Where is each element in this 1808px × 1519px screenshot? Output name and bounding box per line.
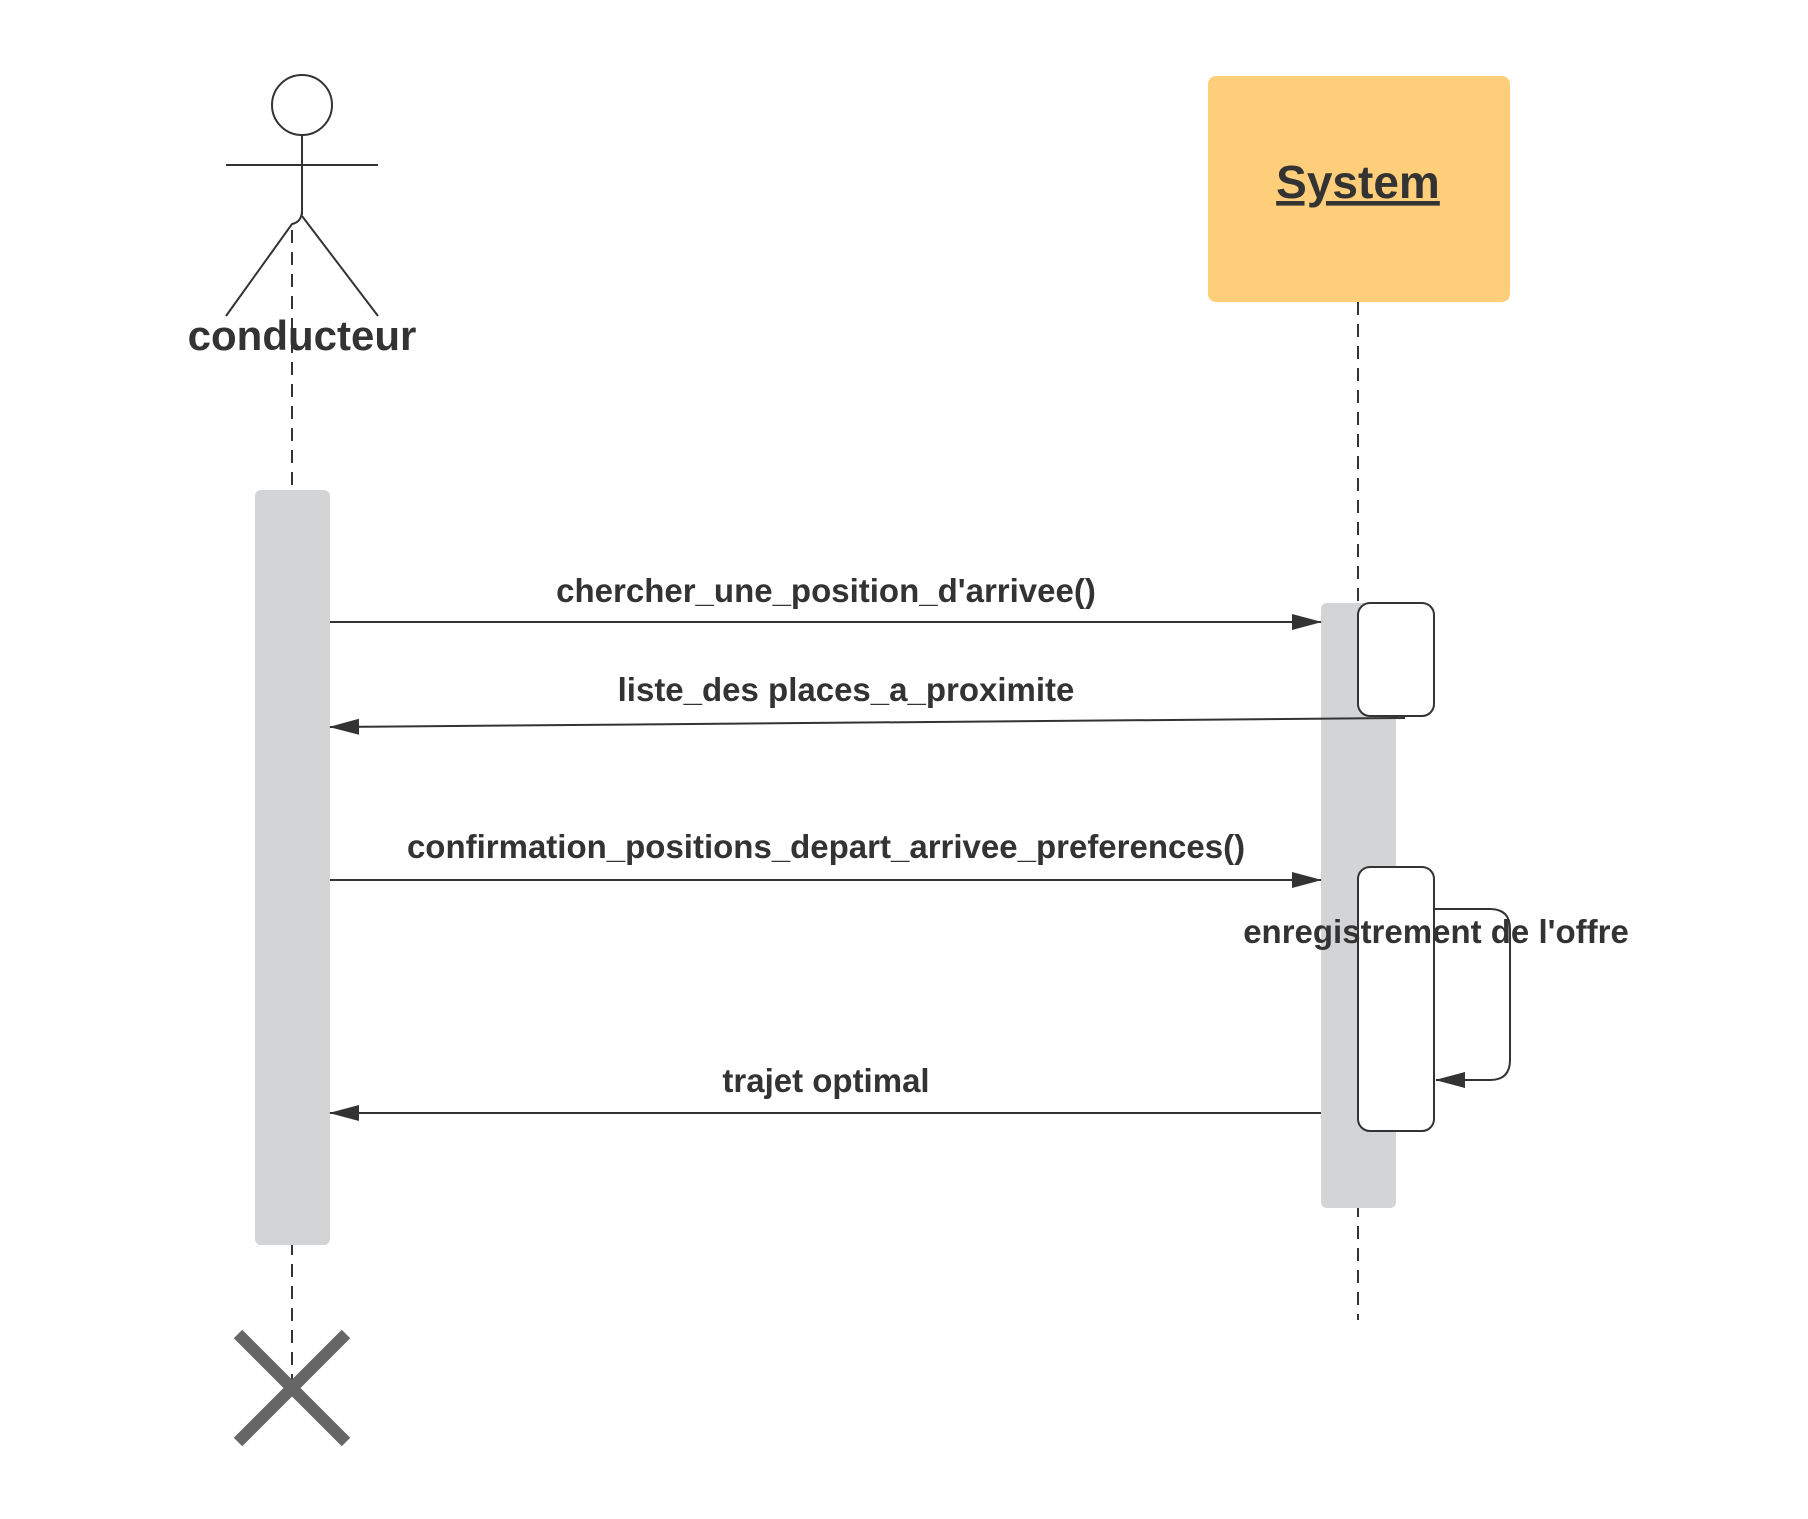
message-label-4: enregistrement de l'offre bbox=[1243, 913, 1629, 950]
message-label-1: chercher_une_position_d'arrivee() bbox=[556, 572, 1096, 609]
system-nested-activation-1 bbox=[1357, 602, 1435, 717]
actor-activation-bar bbox=[255, 490, 330, 1245]
system-nested-activation-2 bbox=[1357, 866, 1435, 1132]
actor-label: conducteur bbox=[188, 312, 417, 359]
message-label-3: confirmation_positions_depart_arrivee_pr… bbox=[407, 828, 1245, 865]
system-object-box[interactable] bbox=[1208, 76, 1510, 302]
x-icon bbox=[233, 1329, 351, 1447]
actor-stick-figure-icon[interactable] bbox=[225, 74, 379, 317]
message-label-5: trajet optimal bbox=[722, 1062, 929, 1099]
message-arrow-2[interactable] bbox=[329, 717, 1406, 735]
system-object-label: System bbox=[1276, 156, 1440, 208]
message-label-2: liste_des places_a_proximite bbox=[618, 671, 1075, 708]
message-arrow-4[interactable] bbox=[1434, 908, 1511, 1088]
